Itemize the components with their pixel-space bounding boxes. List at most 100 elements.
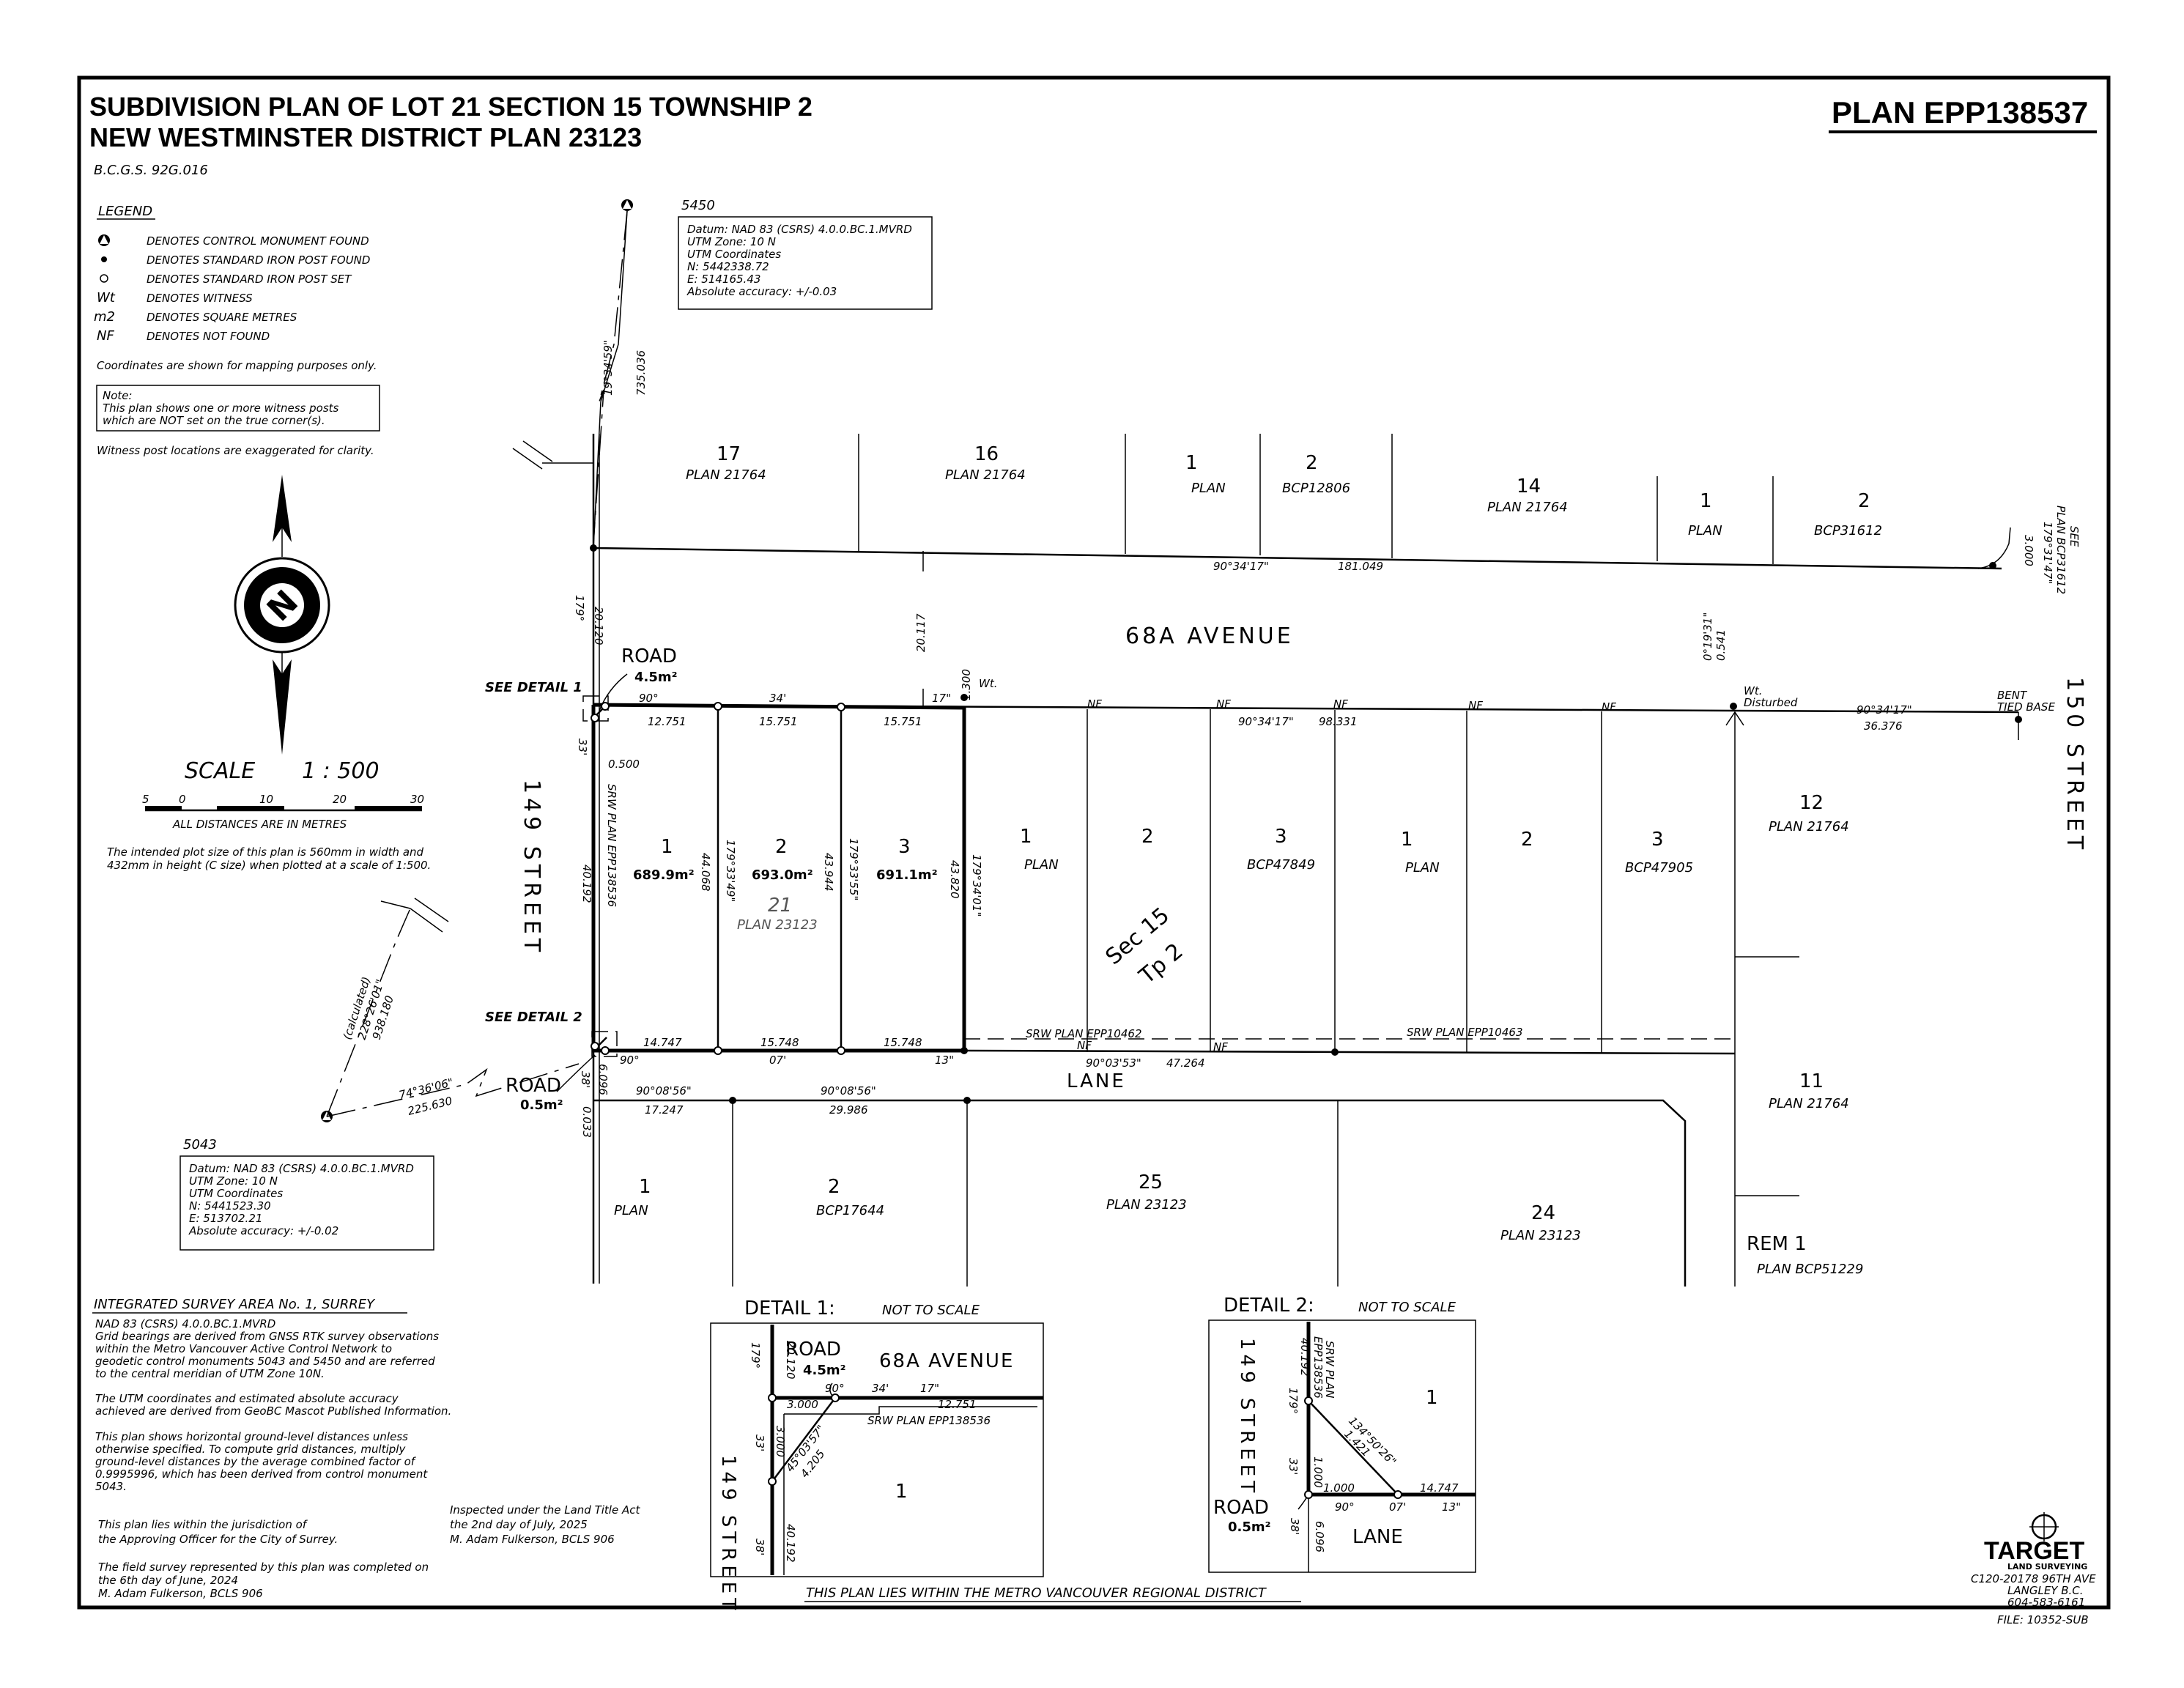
- dim-13-bottom: 13": [935, 1054, 954, 1067]
- lot-line-distance: 43.944: [822, 853, 835, 892]
- east-lot-number: 1: [1401, 829, 1413, 851]
- detail-1-dim: 20.120: [784, 1341, 797, 1380]
- east-bearing: 90°34'17": [1857, 703, 1912, 717]
- detail-1-lot: 1: [895, 1481, 908, 1503]
- detail-2-dim: 90°: [1335, 1500, 1355, 1514]
- detail-2-title: DETAIL 2:: [1224, 1295, 1314, 1317]
- dim-0033: 0.033: [580, 1106, 593, 1138]
- lane-bearing: 90°03'53": [1086, 1056, 1141, 1070]
- lane-distance: 17.247: [645, 1103, 684, 1117]
- bottom-dim: 15.748: [760, 1036, 799, 1049]
- road-label-top: ROAD: [621, 645, 677, 667]
- detail-2-dim: 1.000: [1311, 1456, 1325, 1488]
- target-logo-icon: [2029, 1512, 2059, 1541]
- detail-2-linework: [1298, 1322, 1476, 1572]
- east-side-lot-plan: PLAN BCP51229: [1757, 1262, 1863, 1277]
- ne-bearing: 179°31'47": [2041, 522, 2054, 584]
- east-side-lot-number: REM 1: [1747, 1233, 1807, 1255]
- not-found-symbol: NF: [97, 328, 114, 344]
- detail-2-srw: EPP138536: [1311, 1336, 1325, 1399]
- detail-2-road: ROAD: [1213, 1497, 1269, 1519]
- monument-5450-line: N: 5442338.72: [687, 260, 769, 273]
- not-found-mark: NF: [1602, 700, 1616, 714]
- monument-5450-distance: 735.036: [634, 350, 648, 396]
- dim-20120: 20.120: [592, 607, 605, 645]
- detail-2-street: 149 STREET: [1236, 1338, 1258, 1497]
- detail-2-dim: 33': [1287, 1458, 1300, 1475]
- monument-5043-box: [179, 1155, 434, 1251]
- isa-text: achieved are derived from GeoBC Mascot P…: [95, 1404, 451, 1418]
- plot-size-note: 432mm in height (C size) when plotted at…: [107, 859, 431, 872]
- avenue-bearing: 90°34'17": [1238, 715, 1294, 728]
- detail-1-linework: [768, 1325, 1043, 1575]
- monument-5450-id: 5450: [681, 198, 715, 213]
- scale-tick: 5: [142, 793, 149, 806]
- dim-0500: 0.500: [608, 758, 640, 771]
- east-lot-plan: PLAN: [1024, 857, 1059, 873]
- new-lot-area: 691.1m²: [876, 867, 938, 883]
- monument-5450-box: [678, 216, 933, 310]
- north-lot-plan: PLAN: [1688, 523, 1722, 538]
- monument-5450-tie: [512, 199, 633, 549]
- legend-text: DENOTES STANDARD IRON POST SET: [147, 273, 352, 286]
- new-lot-number: 3: [898, 836, 911, 858]
- lot-line-distance: 44.068: [699, 853, 712, 892]
- north-lot-plan: PLAN 21764: [686, 467, 766, 483]
- isa-text: The field survey represented by this pla…: [98, 1561, 429, 1574]
- south-lot-number: 25: [1139, 1171, 1163, 1193]
- east-lot-number: 3: [1651, 829, 1664, 851]
- detail-2-dim: 1.000: [1323, 1481, 1355, 1495]
- isa-text: 5043.: [95, 1480, 127, 1493]
- detail-2-dim: 13": [1442, 1500, 1461, 1514]
- detail-1-dim: 3.000: [787, 1398, 818, 1411]
- not-found-mark: NF: [1213, 1040, 1228, 1054]
- detail-1-srw: SRW PLAN EPP138536: [867, 1414, 991, 1427]
- south-lot-plan: BCP17644: [816, 1203, 884, 1218]
- detail-1-road: ROAD: [785, 1339, 841, 1361]
- east-side-lot-plan: PLAN 21764: [1769, 819, 1849, 834]
- monument-5450-line: UTM Zone: 10 N: [687, 235, 776, 248]
- dim-38: 38': [579, 1071, 592, 1088]
- detail-2-dim: 14.747: [1420, 1481, 1459, 1495]
- scale-tick: 30: [410, 793, 424, 806]
- monument-5043-line: Datum: NAD 83 (CSRS) 4.0.0.BC.1.MVRD: [189, 1162, 414, 1175]
- not-found-mark: NF: [1087, 697, 1102, 711]
- detail-2-lane: LANE: [1352, 1526, 1403, 1548]
- north-arrow-icon: N: [234, 475, 330, 755]
- legend-text: DENOTES STANDARD IRON POST FOUND: [147, 253, 370, 267]
- street-68a-avenue: 68A AVENUE: [1125, 623, 1294, 649]
- detail-2-dim: 6.096: [1313, 1521, 1326, 1552]
- detail-1-dim: 38': [753, 1539, 766, 1555]
- road-label-bottom: ROAD: [506, 1075, 561, 1097]
- west-distance: 40.192: [580, 865, 593, 903]
- south-lot-number: 2: [828, 1176, 840, 1198]
- avenue-distance: 98.331: [1319, 715, 1358, 728]
- see-plan-note: PLAN BCP31612: [2054, 506, 2068, 594]
- east-side-lot-number: 11: [1799, 1070, 1824, 1092]
- coordinates-note: Coordinates are shown for mapping purpos…: [97, 359, 377, 372]
- scale-ratio: 1 : 500: [302, 758, 380, 784]
- plan-linework: [556, 434, 2022, 1287]
- units-note: ALL DISTANCES ARE IN METRES: [172, 818, 347, 831]
- wt-disturbed: Wt.: [1744, 684, 1762, 697]
- monument-5450-line: UTM Coordinates: [687, 248, 781, 261]
- isa-text: the Approving Officer for the City of Su…: [98, 1533, 338, 1546]
- lane-bearing: 90°08'56": [636, 1084, 692, 1097]
- see-plan-note: SEE: [2068, 526, 2081, 547]
- lot-line-distance: 43.820: [948, 860, 961, 899]
- north-lot-number: 1: [1185, 452, 1198, 474]
- monument-5043-line: Absolute accuracy: +/-0.02: [188, 1224, 338, 1237]
- detail-2-dim: 38': [1288, 1518, 1301, 1535]
- legend-text: DENOTES SQUARE METRES: [147, 311, 297, 324]
- lane-bearing: 90°08'56": [821, 1084, 876, 1097]
- new-lot-number: 1: [661, 836, 673, 858]
- south-lot-number: 1: [639, 1176, 651, 1198]
- road-area-top: 4.5m²: [634, 670, 678, 685]
- srw-lane: SRW PLAN EPP10462: [1026, 1027, 1141, 1040]
- east-lot-number: 2: [1521, 829, 1533, 851]
- square-metres-symbol: m2: [94, 309, 115, 325]
- east-lot-plan: PLAN: [1405, 860, 1440, 876]
- isa-text: to the central meridian of UTM Zone 10N.: [95, 1367, 325, 1380]
- title-line-1: SUBDIVISION PLAN OF LOT 21 SECTION 15 TO…: [89, 92, 812, 122]
- detail-2-area: 0.5m²: [1228, 1519, 1271, 1535]
